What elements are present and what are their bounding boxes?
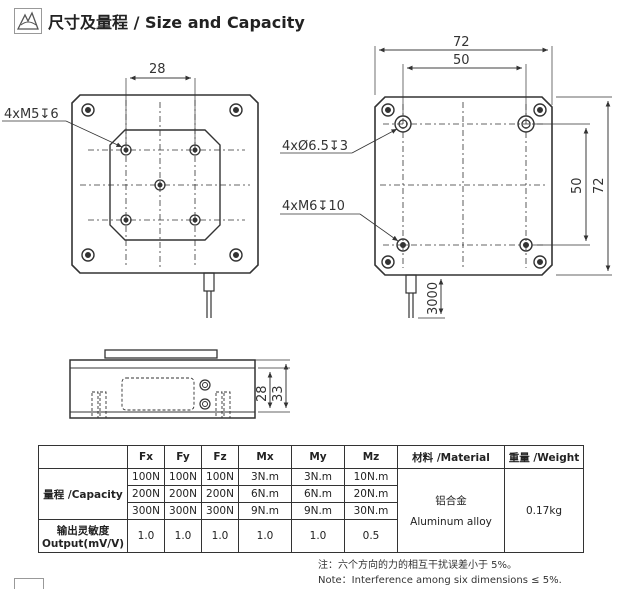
table-cell: 100N bbox=[127, 468, 165, 486]
dim-height-28: 28 bbox=[255, 385, 270, 402]
table-header: Mx bbox=[238, 445, 292, 469]
table-cell: 1.0 bbox=[127, 519, 165, 553]
callout-m5-thread: 4xM5↧6 bbox=[4, 107, 59, 122]
technical-drawing: 28 4xM5↧6 bbox=[2, 35, 612, 419]
table-cell: 0.5 bbox=[344, 519, 398, 553]
table-cell: 9N.m bbox=[291, 502, 345, 520]
table-cell: 300N bbox=[164, 502, 202, 520]
table-cell: 9N.m bbox=[238, 502, 292, 520]
material-cell: 铝合金 Aluminum alloy bbox=[397, 468, 505, 553]
table-cell: 100N bbox=[201, 468, 239, 486]
dim-height-72: 72 bbox=[592, 177, 607, 194]
footer-icon-box bbox=[14, 578, 44, 589]
side-view bbox=[280, 46, 612, 319]
table-cell: 30N.m bbox=[344, 502, 398, 520]
table-header: Fx bbox=[127, 445, 165, 469]
table-header: Mz bbox=[344, 445, 398, 469]
callout-m6-thread: 4xM6↧10 bbox=[282, 199, 345, 214]
dim-width-50: 50 bbox=[453, 53, 470, 68]
brand-logo-icon bbox=[14, 8, 42, 34]
table-header: 重量 /Weight bbox=[504, 445, 584, 469]
front-view bbox=[69, 349, 290, 419]
output-label-cn: 输出灵敏度 bbox=[56, 524, 110, 537]
dim-height-33: 33 bbox=[271, 385, 286, 402]
table-header: My bbox=[291, 445, 345, 469]
weight-cell: 0.17kg bbox=[504, 468, 584, 553]
material-en: Aluminum alloy bbox=[410, 516, 492, 528]
note-cn: 注：六个方向的力的相互干扰误差小于 5%。 bbox=[318, 560, 518, 571]
table-cell: 1.0 bbox=[164, 519, 202, 553]
table-cell: 300N bbox=[127, 502, 165, 520]
table-cell: 10N.m bbox=[344, 468, 398, 486]
table-header: 材料 /Material bbox=[397, 445, 505, 469]
table-cell: 1.0 bbox=[291, 519, 345, 553]
table-cell: 200N bbox=[127, 485, 165, 503]
section-title: 尺寸及量程 / Size and Capacity bbox=[48, 13, 305, 32]
table-cell: 200N bbox=[164, 485, 202, 503]
table-header bbox=[38, 445, 128, 469]
table-cell: 3N.m bbox=[238, 468, 292, 486]
table-row: 输出灵敏度 Output(mV/V) 1.0 1.0 1.0 1.0 1.0 0… bbox=[38, 519, 584, 553]
dim-width-28: 28 bbox=[149, 62, 166, 77]
table-cell: 1.0 bbox=[238, 519, 292, 553]
note-en: Note：Interference among six dimensions ≤… bbox=[318, 575, 562, 586]
table-cell: 20N.m bbox=[344, 485, 398, 503]
spec-table: Fx Fy Fz Mx My Mz 材料 /Material 重量 /Weigh… bbox=[38, 445, 584, 553]
top-view bbox=[2, 75, 259, 318]
callout-counterbore: 4xØ6.5↧3 bbox=[282, 139, 348, 154]
table-row: 200N 200N 200N 6N.m 6N.m 20N.m bbox=[39, 485, 584, 503]
section-header: 尺寸及量程 / Size and Capacity bbox=[14, 8, 305, 34]
table-cell: 300N bbox=[201, 502, 239, 520]
output-label-en: Output(mV/V) bbox=[41, 537, 125, 550]
table-row: 量程 /Capacity 100N 100N 100N 3N.m 3N.m 10… bbox=[38, 468, 584, 553]
table-cell: 1.0 bbox=[201, 519, 239, 553]
table-cell: 200N bbox=[201, 485, 239, 503]
dim-width-72: 72 bbox=[453, 35, 470, 50]
output-label: 输出灵敏度 Output(mV/V) bbox=[38, 519, 128, 553]
table-header: Fz bbox=[201, 445, 239, 469]
table-cell: 3N.m bbox=[291, 468, 345, 486]
dim-height-50: 50 bbox=[570, 177, 585, 194]
table-cell: 100N bbox=[164, 468, 202, 486]
table-header: Fy bbox=[164, 445, 202, 469]
material-cn: 铝合金 bbox=[435, 495, 467, 507]
table-header-row: Fx Fy Fz Mx My Mz 材料 /Material 重量 /Weigh… bbox=[38, 445, 584, 469]
table-cell: 6N.m bbox=[238, 485, 292, 503]
dim-cable-3000: 3000 bbox=[426, 282, 441, 315]
capacity-label: 量程 /Capacity bbox=[38, 468, 128, 520]
table-cell: 6N.m bbox=[291, 485, 345, 503]
